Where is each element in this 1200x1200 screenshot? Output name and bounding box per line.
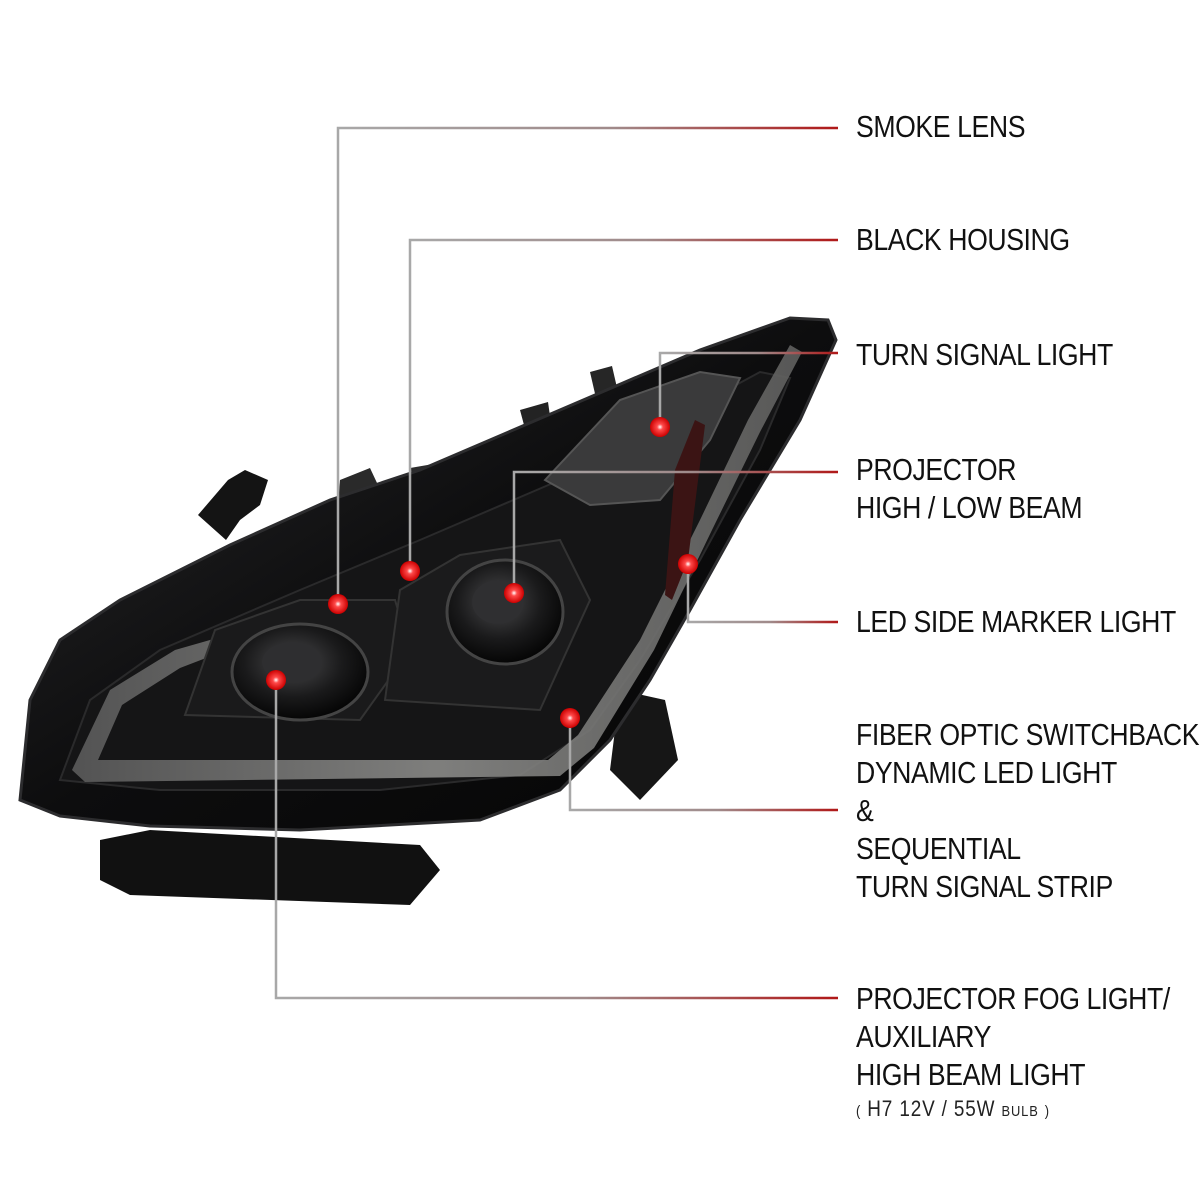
side-marker-label: LED SIDE MARKER LIGHT [856,603,1176,641]
projector-line-1: PROJECTOR [856,452,1017,487]
fog-light-line-3: HIGH BEAM LIGHT [856,1057,1086,1092]
bulb-type: H7 [867,1096,894,1121]
fiber-optic-line-1: FIBER OPTIC SWITCHBACK [856,717,1200,752]
black-housing-label: BLACK HOUSING [856,221,1070,259]
side-marker-strip [665,420,705,600]
fog-light-label: PROJECTOR FOG LIGHT/ AUXILIARY HIGH BEAM… [856,980,1170,1127]
leader-lines [274,126,838,1000]
black-housing-leader [408,238,838,571]
fiber-optic-line-3: & [856,793,874,828]
fiber-optic-label: FIBER OPTIC SWITCHBACK DYNAMIC LED LIGHT… [856,716,1200,906]
bulb-spec: ( H7 12V / 55W BULB ) [856,1094,1170,1127]
turn-signal-dot [650,417,670,437]
bulb-paren-close: ) [1044,1103,1050,1120]
smoke-lens-dot [328,594,348,614]
smoke-lens-text: SMOKE LENS [856,109,1026,144]
turn-signal-leader [658,351,838,427]
side-marker-text: LED SIDE MARKER LIGHT [856,604,1176,639]
side-marker-leader [686,564,838,624]
callout-dots [266,417,698,728]
fog-light-line-2: AUXILIARY [856,1019,991,1054]
fiber-optic-line-2: DYNAMIC LED LIGHT [856,755,1117,790]
fiber-optic-leader [568,718,838,812]
fog-light-dot [266,670,286,690]
smoke-lens-label: SMOKE LENS [856,108,1025,146]
smoke-lens-leader [336,126,838,604]
black-housing-text: BLACK HOUSING [856,222,1070,257]
black-housing-dot [400,561,420,581]
fiber-optic-line-4: SEQUENTIAL [856,831,1021,866]
fog-light-leader [274,680,838,1000]
fiber-optic-dot [560,708,580,728]
fiber-optic-line-5: TURN SIGNAL STRIP [856,869,1113,904]
high-low-projector-lens [445,558,565,666]
fog-projector-lens [230,622,370,722]
bulb-wattage: 12V / 55W [899,1096,996,1121]
bulb-paren-open: ( [856,1103,862,1120]
projector-leader [512,470,838,593]
projector-label: PROJECTOR HIGH / LOW BEAM [856,451,1083,527]
turn-signal-text: TURN SIGNAL LIGHT [856,337,1113,372]
side-marker-dot [678,554,698,574]
projector-dot [504,583,524,603]
projector-line-2: HIGH / LOW BEAM [856,490,1083,525]
fog-light-line-1: PROJECTOR FOG LIGHT/ [856,981,1170,1016]
bulb-word: BULB [1001,1103,1039,1120]
turn-signal-label: TURN SIGNAL LIGHT [856,336,1113,374]
fiber-optic-strip [72,345,802,782]
